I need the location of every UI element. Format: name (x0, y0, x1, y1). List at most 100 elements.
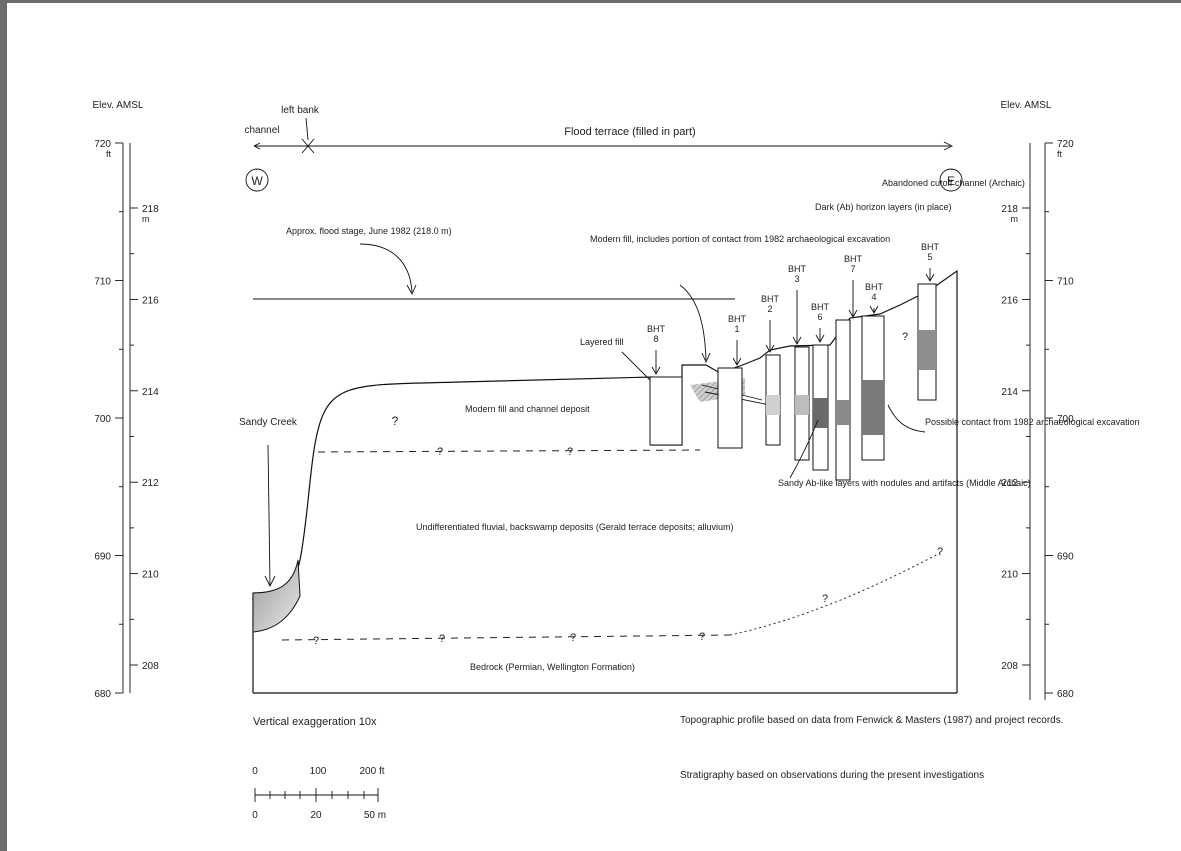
right-axis-title-text: Elev. AMSL (1001, 100, 1052, 111)
modern-fill-arrow (679, 284, 711, 364)
borehole-arrow (848, 280, 858, 318)
scale-top-label: 100 (310, 766, 327, 777)
question-mark: ? (439, 633, 445, 645)
sandy-layer-label: Sandy Ab-like layers with nodules and ar… (778, 478, 1031, 488)
borehole-arrow (925, 268, 935, 282)
east-compass-letter: E (947, 174, 955, 188)
bedrock-contact-dashed (281, 634, 731, 641)
scale-bottom-label: 20 (310, 810, 322, 821)
upper-contact-dashed (317, 449, 701, 453)
borehole-column (717, 367, 743, 449)
dark-horizon-layer (813, 398, 828, 428)
axis-tick-label: 690 (1057, 552, 1074, 563)
dark-horizon-layer (918, 330, 936, 370)
stream-arrow (264, 444, 276, 588)
left-bank-label: left bank (281, 105, 320, 116)
dark-layers-label: Dark (Ab) horizon layers (in place) (815, 202, 952, 212)
window-frame-left (0, 0, 7, 851)
dark-horizon-layer (836, 400, 850, 425)
left-axis-title: Elev. AMSL (93, 100, 144, 111)
bedrock-contact-dotted (729, 552, 941, 636)
window-frame-top (0, 0, 1181, 3)
possible-contact-arrow (887, 404, 926, 433)
scale-top-label: 0 (252, 766, 258, 777)
channel-deposit-label: Modern fill and channel deposit (465, 404, 590, 414)
axis-unit-label: ft (106, 149, 112, 159)
scale-ticks (254, 788, 379, 802)
possible-contact-label: Possible contact from 1982 archaeologica… (925, 417, 1140, 427)
axis-tick-label: 212 (142, 478, 159, 489)
question-mark: ? (937, 546, 943, 558)
scale-bottom-label: 0 (252, 810, 258, 821)
axis-tick-label: 700 (1057, 414, 1074, 425)
question-mark: ? (570, 632, 576, 644)
axis-unit-label: ft (1057, 149, 1063, 159)
axis-tick-label: 212 (1001, 478, 1018, 489)
borehole-arrow (732, 340, 742, 366)
axis-tick-label: 214 (1001, 387, 1018, 398)
east-compass-circle (939, 168, 963, 192)
borehole-column (649, 376, 683, 446)
left-bank-arrow (305, 117, 309, 141)
scale-bar: 0 100 200 ft 0 20 50 m (252, 766, 386, 821)
bedrock-label: Bedrock (Permian, Wellington Formation) (470, 662, 635, 672)
axis-unit-label: m (142, 214, 150, 224)
flood-stage-arrow (359, 243, 417, 296)
borehole-arrow (869, 305, 879, 314)
axis-tick-label: 216 (142, 295, 159, 306)
axis-tick-label: 720 (94, 139, 111, 150)
channel-arrow (253, 142, 320, 150)
axis-tick-label: 210 (142, 570, 159, 581)
stream-label: Sandy Creek (239, 417, 298, 428)
axis-tick-label: 710 (1057, 277, 1074, 288)
ground-surface-profile (252, 269, 958, 693)
axis-tick-label: 680 (94, 689, 111, 700)
question-mark: ? (902, 331, 908, 343)
axis-tick-label: 208 (142, 661, 159, 672)
axis-tick-label: 700 (94, 414, 111, 425)
axis-tick-label: 218 (1001, 204, 1018, 215)
axis-unit-label: m (1011, 214, 1019, 224)
question-mark: ? (822, 593, 828, 605)
west-compass-letter: W (251, 174, 263, 188)
axis-tick-label: 720 (1057, 139, 1074, 150)
abandoned-channel-label: Abandoned cutoff channel (Archaic) (882, 178, 1025, 188)
scale-top-label: 200 ft (359, 766, 384, 777)
question-mark: ? (437, 446, 443, 458)
flood-terrace-label: Flood terrace (filled in part) (564, 126, 695, 138)
borehole-arrow (651, 350, 661, 375)
axis-tick-label: 218 (142, 204, 159, 215)
left-axis-title-text: Elev. AMSL (93, 100, 144, 111)
axis-tick-label: 214 (142, 387, 159, 398)
borehole-arrow (765, 320, 775, 353)
profile-note: Topographic profile based on data from F… (680, 715, 1064, 726)
dark-horizon-layer (795, 395, 809, 415)
flood-terrace-arrow (943, 141, 954, 151)
left-bank-marker (301, 138, 315, 154)
borehole-arrow (815, 328, 825, 343)
axis-tick-label: 216 (1001, 295, 1018, 306)
axis-tick-label: 210 (1001, 570, 1018, 581)
flood-stage-label: Approx. flood stage, June 1982 (218.0 m) (286, 226, 452, 236)
channel-label: channel (244, 125, 279, 136)
axis-tick-label: 690 (94, 552, 111, 563)
modern-fill-label: Modern fill, includes portion of contact… (590, 234, 890, 244)
layered-fill-label: Layered fill (580, 337, 624, 347)
scale-bottom-label: 50 m (364, 810, 386, 821)
axis-tick-label: 680 (1057, 689, 1074, 700)
question-mark: ? (567, 446, 573, 458)
borehole-arrow (792, 290, 802, 345)
